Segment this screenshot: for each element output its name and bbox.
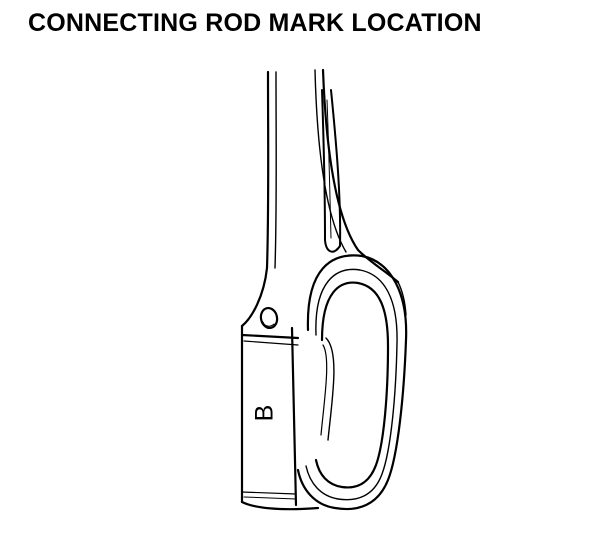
rod-mark-letter: B	[251, 405, 279, 422]
big-end-bore	[296, 254, 408, 511]
figure-title: CONNECTING ROD MARK LOCATION	[28, 9, 482, 37]
oil-hole	[259, 306, 279, 330]
rod-shank	[240, 68, 400, 328]
rod-body	[240, 324, 320, 511]
